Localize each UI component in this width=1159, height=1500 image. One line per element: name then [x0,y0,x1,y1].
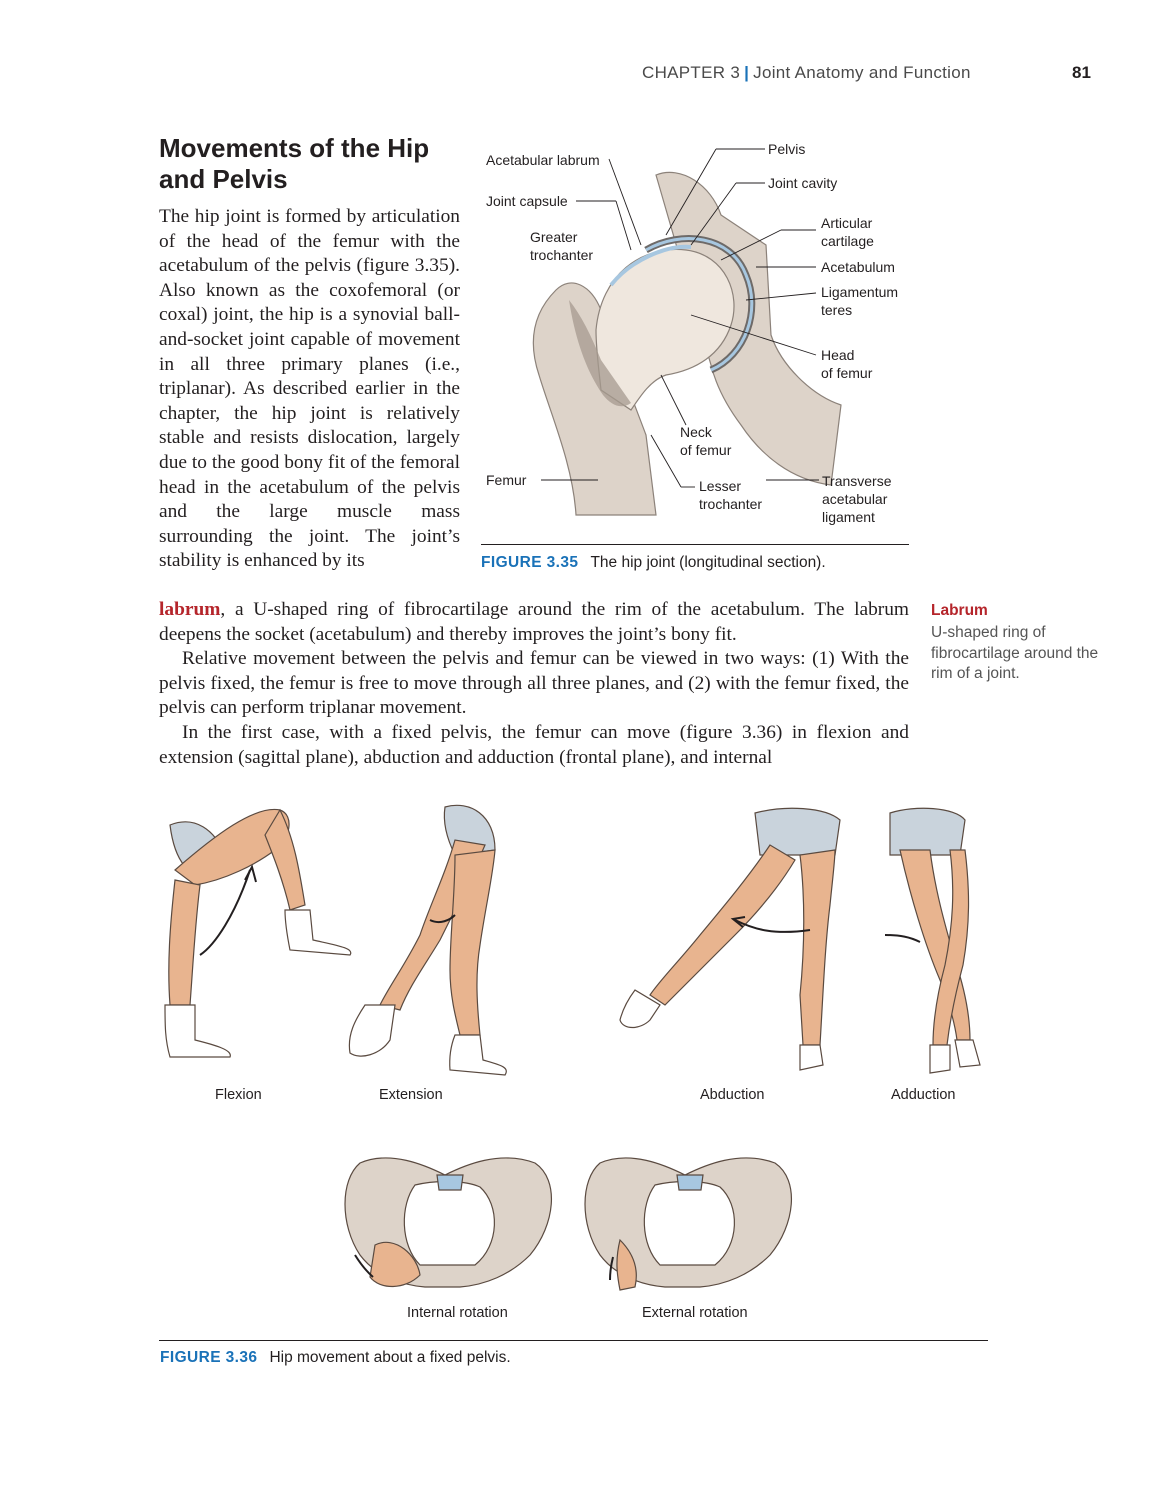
label-external-rotation: External rotation [642,1305,748,1321]
key-term-labrum[interactable]: labrum [159,599,221,620]
body-full-width: labrum, a U-shaped ring of fibrocartilag… [159,598,909,770]
label-femur: Femur [486,472,527,488]
page-number: 81 [1072,63,1091,82]
external-rotation-figure [584,1157,793,1291]
label-abduction: Abduction [700,1087,765,1103]
running-header: CHAPTER 3|Joint Anatomy and Function [642,63,971,83]
label-acetabulum: Acetabulum [821,259,895,275]
chapter-title: Joint Anatomy and Function [753,63,971,82]
label-joint-capsule: Joint capsule [486,193,568,209]
label-acetabular-labrum: Acetabular labrum [486,152,600,168]
label-adduction: Adduction [891,1087,956,1103]
body-paragraph-1-part-b: labrum, a U-shaped ring of fibrocartilag… [159,598,909,647]
figure-335-caption: FIGURE 3.35 The hip joint (longitudinal s… [481,554,826,572]
figure-335-rule [481,544,909,545]
adduction-figure [884,807,981,1074]
hip-movements-illustration [164,804,981,1291]
margin-term: Labrum [931,602,988,619]
header-separator: | [744,63,750,82]
figure-336-caption: FIGURE 3.36 Hip movement about a fixed pe… [160,1349,511,1367]
p1-text-b: , a U-shaped ring of fibrocartilage arou… [159,599,909,645]
p1-text-a: The hip joint is formed by articulation … [159,206,460,572]
label-extension: Extension [379,1087,443,1103]
label-joint-cavity: Joint cavity [768,175,838,191]
body-paragraph-2: Relative movement between the pelvis and… [159,648,909,719]
internal-rotation-figure [344,1157,553,1288]
figure-336-rule [159,1340,988,1341]
figure-335-number: FIGURE 3.35 [481,554,579,571]
chapter-number: CHAPTER 3 [642,63,741,82]
label-pelvis: Pelvis [768,141,806,157]
figure-336-number: FIGURE 3.36 [160,1349,258,1366]
section-title: Movements of the Hip and Pelvis [159,133,430,194]
label-flexion: Flexion [215,1087,262,1103]
figure-336-caption-text: Hip movement about a fixed pelvis. [269,1349,511,1366]
abduction-figure [619,807,841,1071]
body-paragraph-1-part-a: The hip joint is formed by articulation … [159,205,460,574]
margin-definition: U-shaped ring of fibrocartilage around t… [931,624,1099,682]
body-paragraph-3: In the first case, with a fixed pelvis, … [159,721,909,768]
label-internal-rotation: Internal rotation [407,1305,508,1321]
figure-335-caption-text: The hip joint (longitudinal section). [590,554,826,571]
extension-figure [348,804,507,1076]
hip-joint-illustration [532,148,842,516]
flexion-figure [164,808,352,1058]
